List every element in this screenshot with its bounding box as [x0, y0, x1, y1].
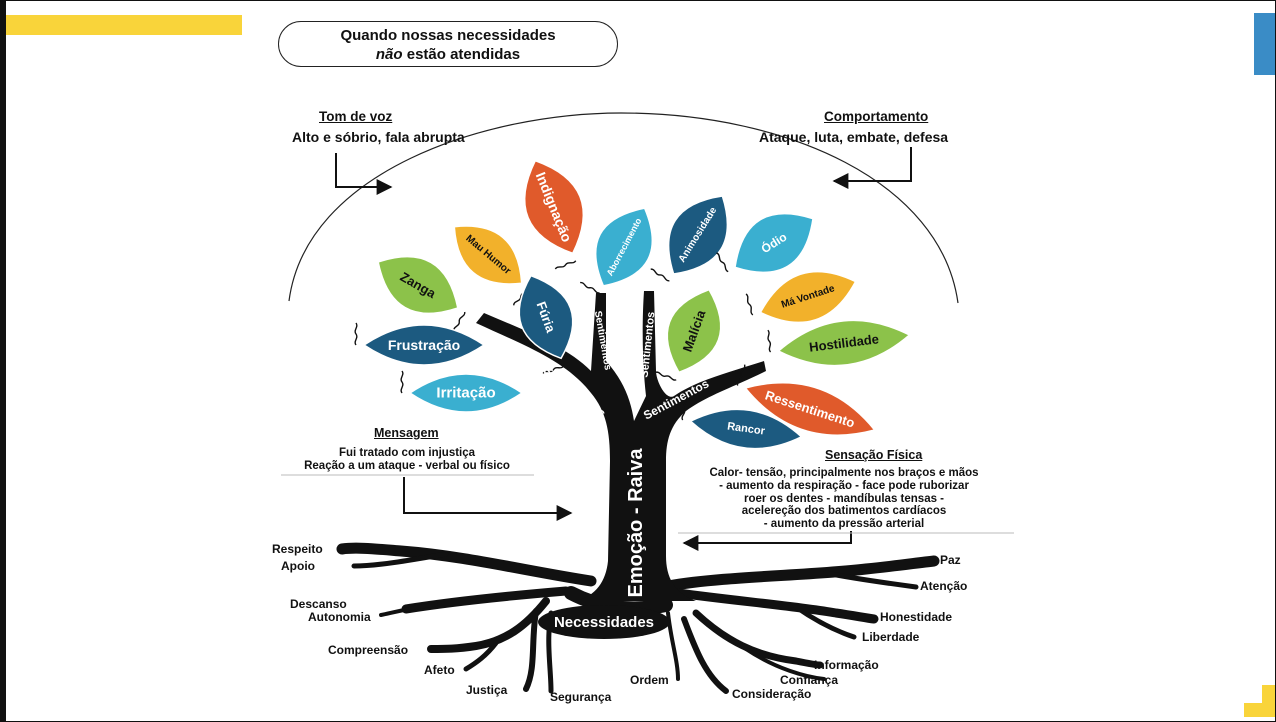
- title-line2: não estão atendidas: [375, 46, 521, 63]
- leaf-furia: Fúria: [518, 274, 574, 374]
- leaf-shape: [377, 255, 459, 315]
- title-box: Quando nossas necessidades não estão ate…: [278, 21, 618, 67]
- leaf-shape: [595, 207, 653, 287]
- sensacao-heading: Sensação Física: [825, 448, 923, 462]
- leaf-animosidade: Animosidade: [650, 195, 729, 282]
- leaf-indignacao: Indignação: [523, 159, 585, 270]
- leaf-zanga: Zanga: [377, 255, 466, 332]
- root-label: Autonomia: [308, 610, 371, 624]
- leaf-squiggle: [542, 365, 565, 374]
- root-label: Compreensão: [328, 643, 409, 657]
- leaf-shape: [734, 212, 814, 274]
- mensagem-heading: Mensagem: [374, 426, 439, 440]
- leaf-frustracao: Frustração: [354, 322, 486, 366]
- leaf-shape: [667, 195, 729, 275]
- leaf-shape: [362, 324, 486, 366]
- root-label: Segurança: [550, 690, 612, 704]
- leaf-shape: [689, 408, 803, 450]
- arrow-sensacao: [682, 531, 852, 551]
- arrow-comportamento: [832, 147, 912, 189]
- leaf-squiggle: [453, 311, 466, 332]
- leaf-mau-humor: Mau Humor: [453, 225, 529, 306]
- leaf-malicia: Malícia: [655, 288, 722, 381]
- leaf-label: Frustração: [388, 337, 460, 353]
- leaf-squiggle: [554, 260, 577, 270]
- root-label: Paz: [940, 553, 961, 567]
- leaf-aborrecimento: Aborrecimento: [580, 207, 653, 294]
- leaf-shape: [518, 274, 574, 360]
- root-label: Liberdade: [862, 630, 920, 644]
- leaf-squiggle: [650, 268, 670, 282]
- leaf-irritacao: Irritação: [400, 370, 524, 413]
- root-label: Respeito: [272, 542, 323, 556]
- sensacao-text: Calor- tensão, principalmente nos braços…: [709, 467, 979, 531]
- root-label: Honestidade: [880, 610, 953, 624]
- leaf-shape: [759, 270, 857, 324]
- leaf-rancor: Rancor: [681, 397, 803, 450]
- comportamento-text: Ataque, luta, embate, defesa: [759, 129, 949, 145]
- leaf-ma-vontade: Má Vontade: [745, 270, 857, 324]
- root-label: Justiça: [466, 683, 508, 697]
- root-label: Apoio: [281, 559, 315, 573]
- leaf-squiggle: [767, 329, 772, 353]
- root-label: Atenção: [920, 579, 968, 593]
- leaf-squiggle: [580, 281, 600, 294]
- leaf-label: Irritação: [436, 385, 495, 402]
- arrow-tom: [335, 153, 393, 195]
- arrow-mensagem: [403, 477, 573, 521]
- leaf-squiggle: [655, 371, 677, 381]
- leaf-shape: [666, 288, 722, 374]
- leaf-odio: Ódio: [716, 212, 814, 274]
- necessidades-ellipse: [538, 605, 670, 639]
- leaf-squiggle: [716, 252, 729, 273]
- leaf-label: Rancor: [726, 420, 766, 437]
- leaf-shape: [523, 159, 585, 255]
- crown-arc: [288, 112, 959, 304]
- leaf-hostilidade: Hostilidade: [767, 319, 911, 367]
- accent-corner-bottom-right: [1244, 685, 1275, 717]
- leaf-shape: [453, 225, 523, 285]
- comportamento-heading: Comportamento: [824, 109, 929, 124]
- root-label: Ordem: [630, 673, 669, 687]
- necessidades-label: Necessidades: [554, 614, 654, 631]
- accent-bar-top: [6, 15, 242, 35]
- tom-text: Alto e sóbrio, fala abrupta: [292, 129, 465, 145]
- leaf-shape: [408, 373, 524, 413]
- leaf-squiggle: [736, 364, 746, 386]
- root-label: Informação: [814, 658, 879, 672]
- leaf-squiggle: [681, 397, 687, 421]
- trunk: [476, 291, 766, 601]
- root-label: Afeto: [424, 663, 455, 677]
- root-label: Consideração: [732, 687, 812, 701]
- trunk-label: Emoção - Raiva: [625, 448, 647, 598]
- accent-bar-right: [1254, 13, 1275, 75]
- leaf-shape: [777, 319, 911, 367]
- root-label: Confiança: [780, 673, 839, 687]
- leaf-squiggle: [745, 293, 754, 316]
- leaf-shape: [744, 382, 876, 436]
- root-label: Descanso: [290, 597, 347, 611]
- mensagem-text: Fui tratado com injustiça Reação a um at…: [304, 447, 510, 472]
- title-line1: Quando nossas necessidades: [340, 27, 556, 44]
- tom-heading: Tom de voz: [319, 109, 393, 124]
- leaf-squiggle: [400, 370, 404, 394]
- leaf-squiggle: [354, 322, 358, 346]
